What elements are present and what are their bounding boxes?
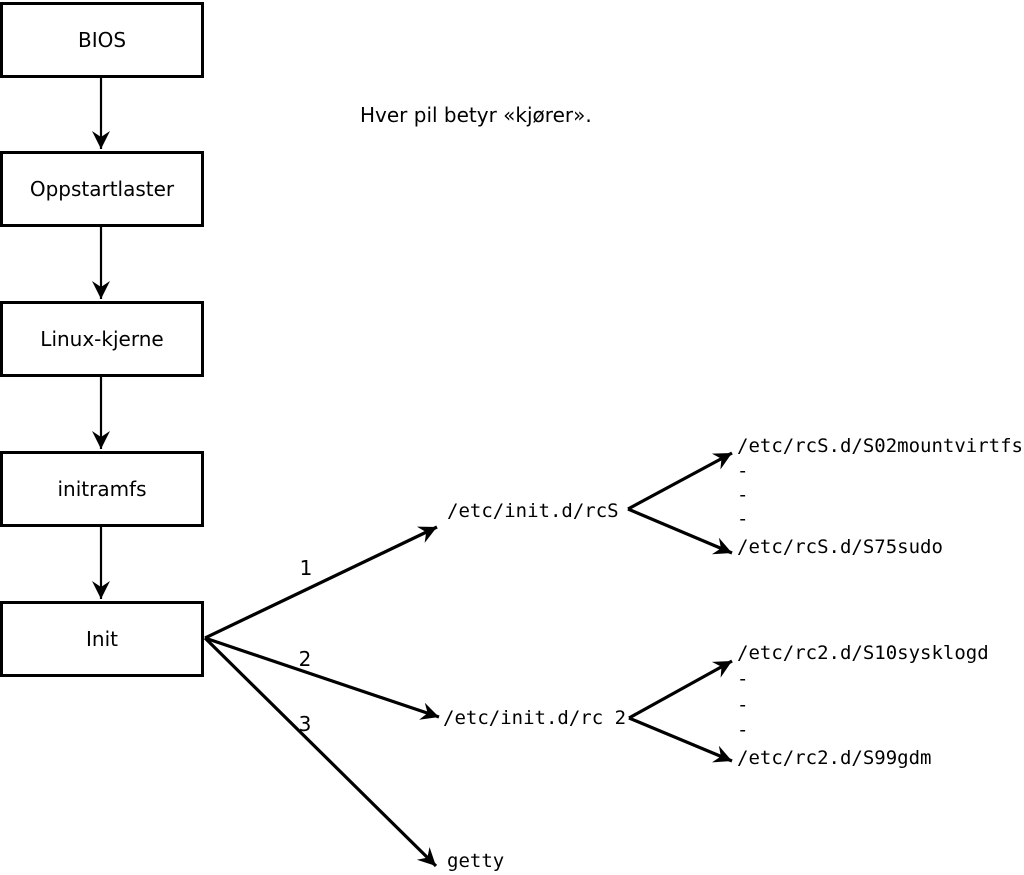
box-initramfs: initramfs (0, 451, 204, 527)
script-init-rc2: /etc/init.d/rc 2 (443, 707, 627, 729)
ellipsis-dash: - (737, 668, 749, 690)
ellipsis-dash: - (737, 508, 749, 530)
ellipsis-dash: - (737, 484, 749, 506)
script-rc2-last: /etc/rc2.d/S99gdm (737, 747, 932, 769)
ellipsis-dash: - (737, 694, 749, 716)
box-initramfs-label: initramfs (57, 477, 147, 501)
ellipsis-dash: - (737, 460, 749, 482)
arrow-rcs-to-first-script (627, 451, 733, 511)
box-init-label: Init (86, 627, 118, 651)
script-rcs-first: /etc/rcS.d/S02mountvirtfs (737, 435, 1023, 457)
box-linux-kernel-label: Linux-kjerne (40, 327, 164, 351)
ellipsis-dash: - (737, 719, 749, 741)
arrow-rcs-to-last-script (627, 507, 733, 555)
box-linux-kernel: Linux-kjerne (0, 301, 204, 377)
script-rc2-first: /etc/rc2.d/S10sysklogd (737, 642, 989, 664)
box-bios: BIOS (0, 2, 204, 78)
box-init: Init (0, 601, 204, 677)
arrow-init-to-rcs (204, 525, 438, 640)
box-bios-label: BIOS (77, 28, 127, 52)
branch-number-2: 2 (298, 647, 312, 671)
branch-number-1: 1 (299, 556, 313, 580)
arrow-init-to-getty (203, 636, 438, 868)
branch-number-3: 3 (298, 712, 312, 736)
box-bootloader: Oppstartlaster (0, 151, 204, 227)
legend-note: Hver pil betyr «kjører». (360, 103, 592, 127)
arrow-rc2-to-first-script (628, 659, 733, 720)
box-bootloader-label: Oppstartlaster (29, 177, 175, 201)
arrow-init-to-rc2 (204, 636, 440, 720)
arrow-rc2-to-last-script (628, 716, 733, 763)
script-rcs-last: /etc/rcS.d/S75sudo (737, 536, 943, 558)
script-init-rcs: /etc/init.d/rcS (447, 500, 619, 522)
script-getty: getty (447, 850, 505, 872)
